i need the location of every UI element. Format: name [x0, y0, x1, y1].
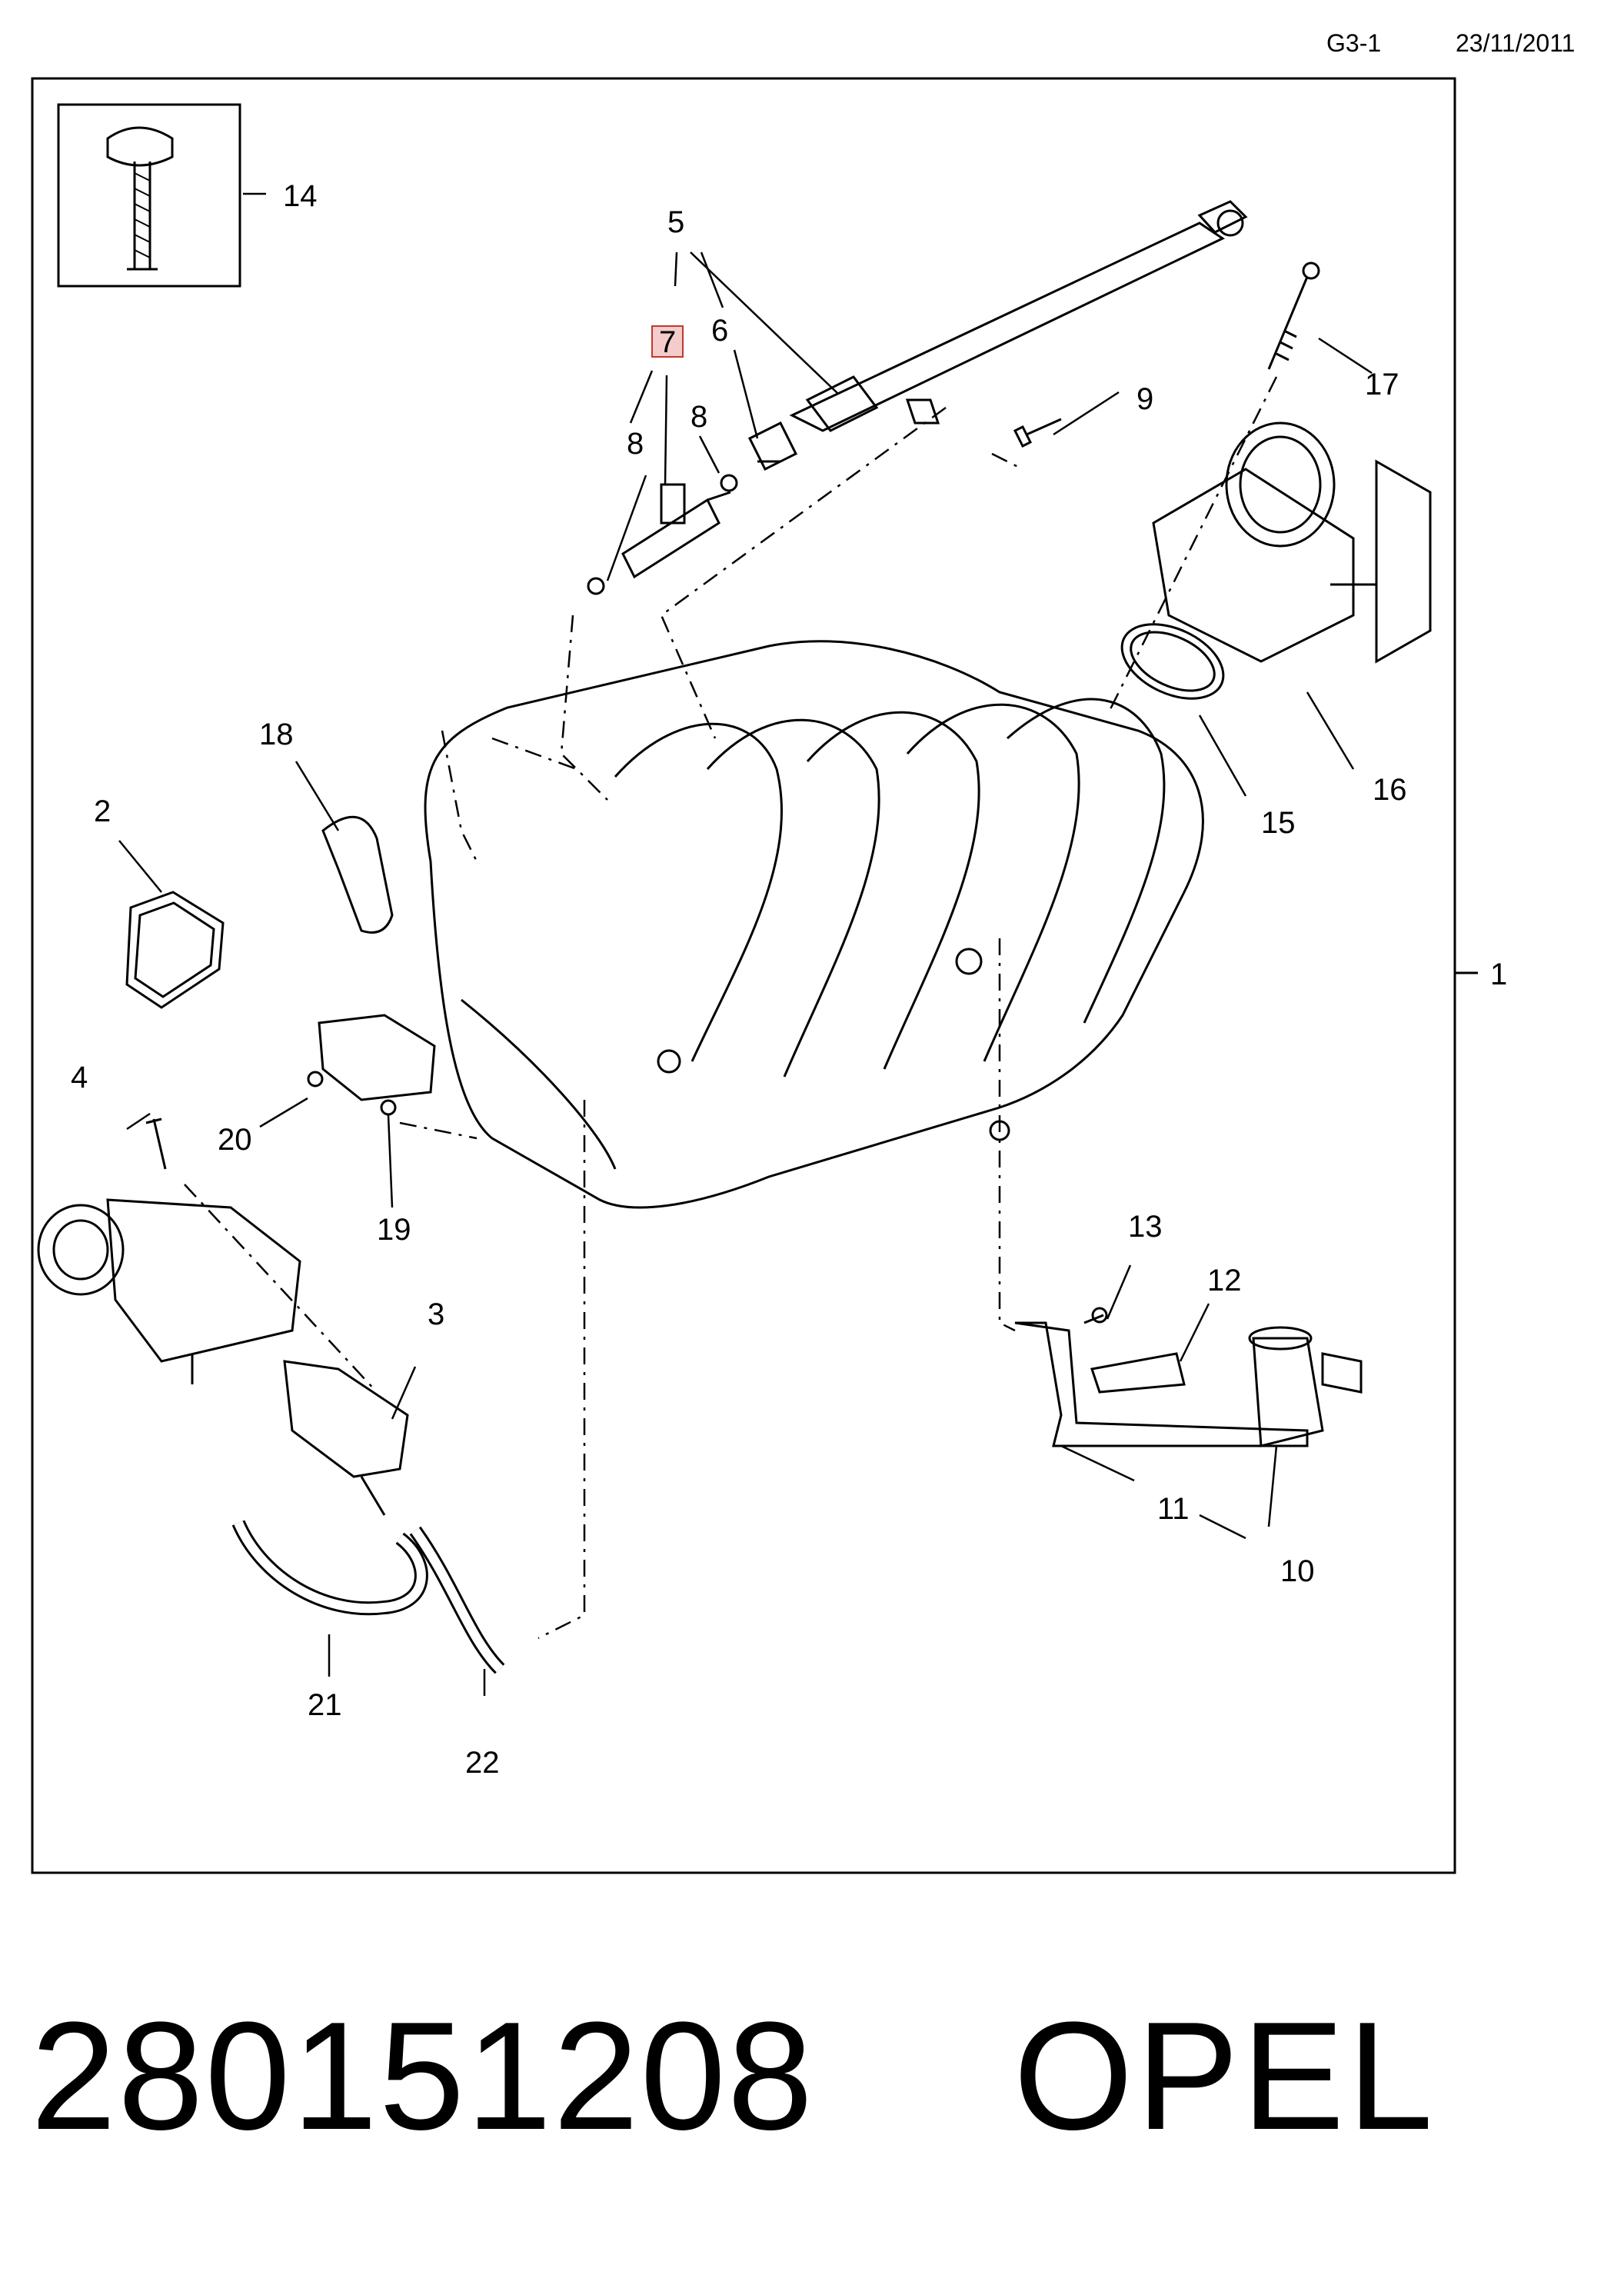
- callout-7: 7: [659, 325, 676, 359]
- callout-5: 5: [667, 205, 684, 239]
- callout-4: 4: [71, 1061, 88, 1094]
- sheet-code: G3-1: [1326, 29, 1382, 57]
- actuator-left: [37, 1198, 301, 1384]
- callout-6: 6: [711, 314, 728, 348]
- callout-3: 3: [428, 1297, 444, 1331]
- part-number: 280151208: [31, 1990, 815, 2162]
- fuel-rail: [789, 200, 1248, 432]
- callout-8a: 8: [627, 427, 644, 461]
- gasket-2: [125, 891, 225, 1009]
- valve-3: [283, 1360, 409, 1516]
- callout-20: 20: [218, 1123, 252, 1157]
- injector-clip: [747, 421, 798, 471]
- callout-9: 9: [1136, 382, 1153, 416]
- callout-13: 13: [1128, 1210, 1163, 1244]
- callout-14: 14: [283, 179, 318, 213]
- callout-15: 15: [1261, 806, 1296, 840]
- fuel-injector: [587, 474, 738, 595]
- callout-12: 12: [1207, 1264, 1242, 1297]
- callout-17: 17: [1365, 368, 1399, 401]
- callout-2: 2: [94, 794, 111, 828]
- callout-8b: 8: [691, 400, 707, 434]
- bolt-17: [1267, 261, 1320, 370]
- inset-bolt-box: [57, 103, 241, 288]
- callout-11: 11: [1157, 1492, 1190, 1526]
- diagram-frame: [31, 77, 1456, 1874]
- bolt-9: [1013, 418, 1062, 448]
- solenoid-assembly: [1014, 1307, 1363, 1447]
- callout-21: 21: [308, 1688, 342, 1722]
- callout-10: 10: [1280, 1554, 1315, 1588]
- callout-16: 16: [1373, 773, 1407, 807]
- callout-22: 22: [465, 1746, 500, 1780]
- map-sensor: [307, 1014, 436, 1116]
- callout-18: 18: [259, 718, 294, 751]
- intake-manifold: [424, 640, 1204, 1209]
- sheet-date: 23/11/2011: [1456, 29, 1576, 57]
- callout-19: 19: [377, 1213, 411, 1247]
- leader-lines: [118, 192, 1373, 1696]
- exploded-parts-diagram: 1 2 3 4 5 6 7 8 8 9 10 11 12 13 14 15 16…: [31, 77, 1507, 1874]
- highlight-box-7: [651, 325, 684, 358]
- routing-dash-lines: [184, 376, 1278, 1640]
- throttle-body: [1152, 421, 1432, 664]
- callout-1: 1: [1490, 958, 1507, 991]
- brand-name: OPEL: [1013, 1990, 1436, 2162]
- bolt-4: [145, 1118, 167, 1170]
- throttle-gasket: [1120, 623, 1225, 700]
- bracket-18: [321, 815, 394, 934]
